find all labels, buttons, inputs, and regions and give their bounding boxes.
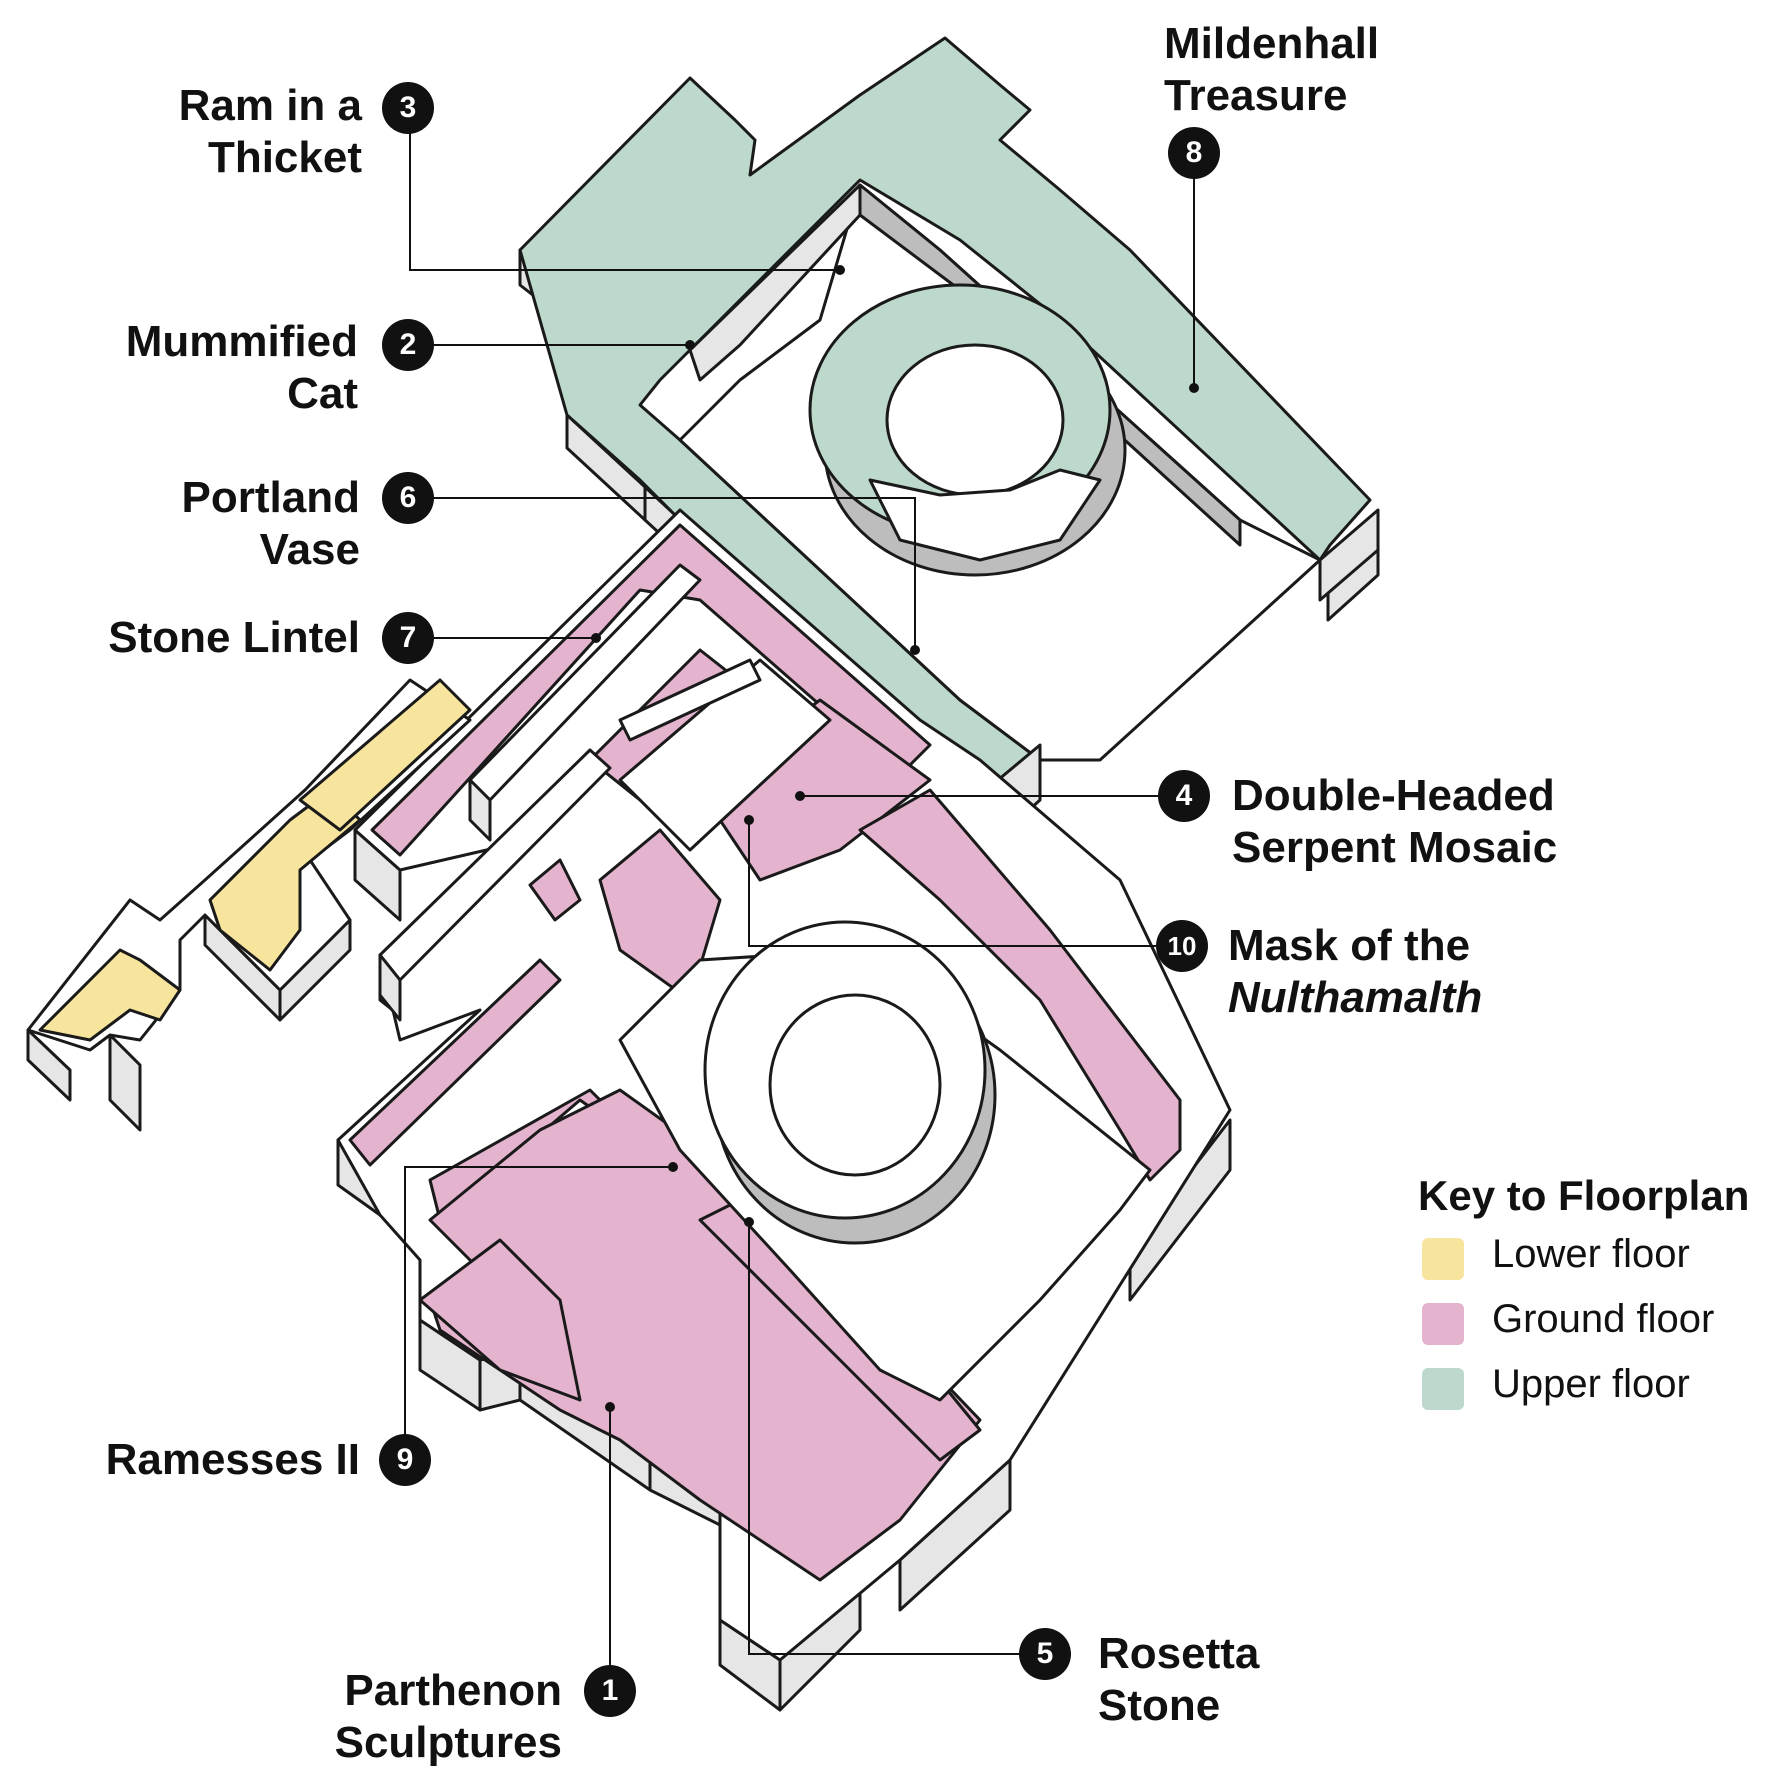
badge-3: 3: [382, 82, 434, 134]
label-line: Stone: [1098, 1681, 1221, 1730]
building-walls: [26, 36, 1380, 1712]
label-line: Vase: [259, 525, 360, 574]
badge-9: 9: [379, 1434, 431, 1486]
floorplan-legend: Key to Floorplan Lower floor Ground floo…: [1418, 1172, 1749, 1423]
leader-6: [410, 497, 916, 650]
label-rosetta-stone: Rosetta Stone: [1098, 1628, 1259, 1732]
ground-floor-gallery: [418, 1238, 582, 1402]
label-portland-vase: Portland Vase: [182, 472, 360, 576]
legend-swatch-ground: [1422, 1303, 1464, 1345]
ground-floor-gallery: [348, 958, 562, 1167]
label-ram-in-a-thicket: Ram in a Thicket: [179, 80, 362, 184]
legend-label: Ground floor: [1492, 1297, 1715, 1341]
dot-8: [1189, 383, 1199, 393]
label-line: Cat: [287, 369, 358, 418]
legend-swatch-lower: [1422, 1238, 1464, 1280]
badge-5: 5: [1019, 1628, 1071, 1680]
dot-3: [835, 265, 845, 275]
ground-room-side: [378, 953, 402, 1022]
ground-floor-gallery: [528, 858, 582, 922]
label-double-headed-serpent-mosaic: Double-Headed Serpent Mosaic: [1232, 770, 1557, 874]
reading-room-center: [885, 343, 1065, 497]
dot-9: [668, 1162, 678, 1172]
badge-8: 8: [1168, 127, 1220, 179]
label-line: Mildenhall: [1164, 19, 1380, 68]
legend-item-ground: Ground floor: [1418, 1293, 1749, 1358]
dot-10: [744, 815, 754, 825]
label-line-italic: Nulthamalth: [1228, 973, 1483, 1022]
dot-2: [685, 340, 695, 350]
dot-6: [910, 645, 920, 655]
ground-floor-gallery: [370, 523, 932, 857]
leader-10: [748, 820, 1182, 947]
label-mummified-cat: Mummified Cat: [126, 316, 358, 420]
reading-room-ring-white: [868, 468, 1102, 562]
lower-floor-gallery: [38, 948, 182, 1042]
leader-3: [409, 110, 840, 271]
label-line: Ramesses II: [105, 1435, 360, 1484]
label-line: Serpent Mosaic: [1232, 823, 1558, 872]
dot-4: [795, 791, 805, 801]
legend-label: Upper floor: [1492, 1362, 1690, 1406]
upper-east-wing-side: [1318, 508, 1380, 602]
legend-item-upper: Upper floor: [1418, 1358, 1749, 1423]
label-line: Treasure: [1164, 71, 1348, 120]
legend-label: Lower floor: [1492, 1232, 1690, 1276]
badge-7: 7: [382, 612, 434, 664]
leader-lines: [404, 110, 1195, 1665]
lower-floor-gallery: [298, 678, 472, 832]
label-mask-of-the-nulthamalth: Mask of the Nulthamalth: [1228, 920, 1482, 1024]
label-line: Ram in a: [178, 81, 362, 130]
leader-5: [748, 1222, 1045, 1655]
label-line: Rosetta: [1098, 1629, 1260, 1678]
dot-1: [605, 1402, 615, 1412]
leader-dots: [591, 265, 1199, 1412]
great-court-inner: [768, 993, 942, 1177]
leader-9: [404, 1166, 673, 1460]
badge-10: 10: [1156, 920, 1208, 972]
legend-item-lower: Lower floor: [1418, 1228, 1749, 1293]
ground-room-side: [468, 778, 492, 842]
ground-floor-gallery: [858, 788, 1182, 1182]
label-mildenhall-treasure: Mildenhall Treasure: [1164, 18, 1379, 122]
label-parthenon-sculptures: Parthenon Sculptures: [335, 1665, 562, 1769]
lower-floor-gallery: [208, 788, 362, 972]
upper-inner-wall: [688, 183, 862, 382]
ground-room: [618, 658, 762, 742]
label-ramesses-ii: Ramesses II: [106, 1434, 360, 1486]
badge-1: 1: [584, 1665, 636, 1717]
lower-wall-side: [26, 1028, 72, 1102]
label-line: Mummified: [125, 317, 358, 366]
label-line: Parthenon: [344, 1666, 562, 1715]
badge-2: 2: [382, 319, 434, 371]
label-line: Sculptures: [334, 1718, 562, 1767]
badge-6: 6: [382, 472, 434, 524]
badge-4: 4: [1158, 770, 1210, 822]
legend-swatch-upper: [1422, 1368, 1464, 1410]
label-line: Thicket: [207, 133, 362, 182]
label-stone-lintel: Stone Lintel: [108, 612, 360, 664]
label-line: Double-Headed: [1232, 771, 1555, 820]
dot-5: [744, 1217, 754, 1227]
label-line: Portland: [181, 473, 360, 522]
legend-title: Key to Floorplan: [1418, 1172, 1750, 1219]
label-line: Mask of the: [1228, 921, 1471, 970]
ground-floor-gallery: [598, 828, 722, 1002]
dot-7: [591, 633, 601, 643]
lower-wall-side: [108, 1033, 142, 1132]
label-line: Stone Lintel: [108, 613, 360, 662]
